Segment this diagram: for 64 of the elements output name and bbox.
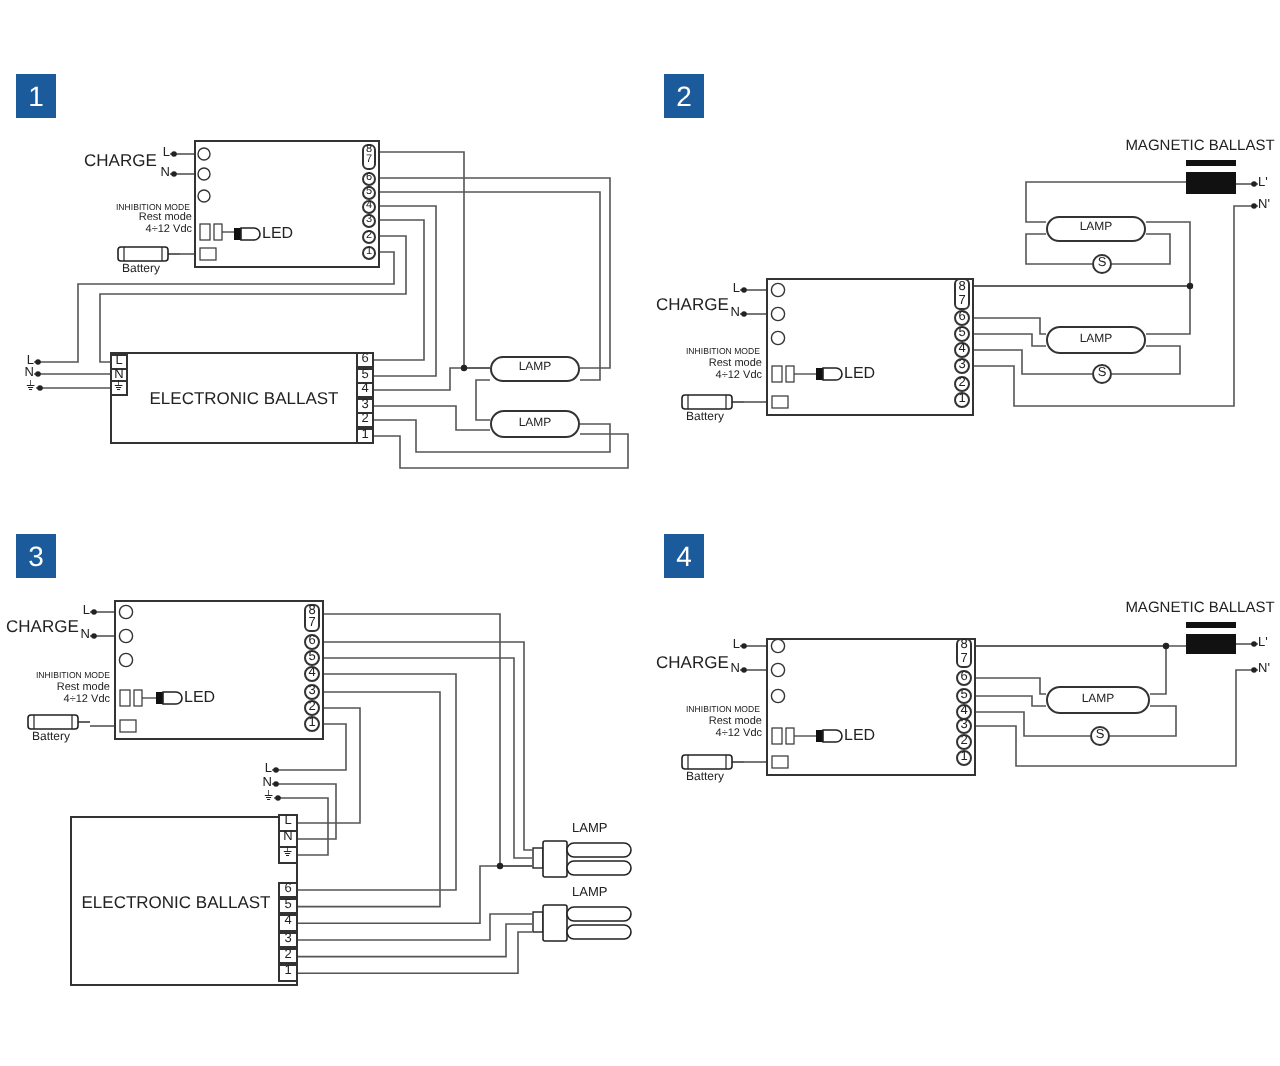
wire xyxy=(271,723,347,771)
ballast-box xyxy=(70,816,298,986)
wire xyxy=(739,645,767,647)
wire xyxy=(1111,233,1171,265)
device-label: ELECTRONIC BALLAST xyxy=(81,893,271,910)
terminal-bracket xyxy=(954,278,970,310)
wire xyxy=(373,219,425,361)
wire xyxy=(475,379,491,421)
wire xyxy=(33,373,111,375)
step-badge: 3 xyxy=(16,534,56,578)
wire xyxy=(297,691,441,908)
terminal-group-label: CHARGE xyxy=(6,618,78,636)
terminal-bracket xyxy=(956,638,972,668)
module-box xyxy=(766,278,974,416)
module-box xyxy=(114,600,324,740)
device-label: LED xyxy=(844,728,876,744)
wire xyxy=(35,387,111,389)
wire xyxy=(297,673,457,891)
terminal-group-label: CHARGE xyxy=(656,654,728,672)
terminal-group-label: CHARGE xyxy=(656,296,728,314)
wire xyxy=(739,669,767,671)
step-badge: 4 xyxy=(664,534,704,578)
wire xyxy=(373,405,491,431)
step-badge: 1 xyxy=(16,74,56,118)
wire xyxy=(743,401,767,403)
wire xyxy=(297,707,361,824)
wire xyxy=(297,865,533,924)
wire xyxy=(89,725,115,727)
wire xyxy=(1025,181,1187,223)
wire xyxy=(89,635,115,637)
wire xyxy=(1235,183,1259,185)
wire xyxy=(1111,345,1181,375)
wire xyxy=(373,419,611,453)
device-label: LED xyxy=(844,366,876,382)
step-badge: 2 xyxy=(664,74,704,118)
wire xyxy=(169,153,195,155)
wire xyxy=(271,783,337,840)
module-box xyxy=(766,638,976,776)
ballast-box xyxy=(110,352,374,444)
wire xyxy=(373,367,491,391)
wire xyxy=(273,797,329,856)
wire xyxy=(1109,705,1177,737)
wire xyxy=(739,313,767,315)
wire xyxy=(1025,233,1093,265)
terminal-group-label: CHARGE xyxy=(84,152,156,170)
terminal-bracket xyxy=(304,604,320,632)
wire xyxy=(373,205,437,377)
wire xyxy=(89,611,115,613)
wire xyxy=(297,913,533,941)
wire xyxy=(373,433,629,469)
terminal-bracket xyxy=(362,143,376,169)
device-label: LED xyxy=(262,226,294,242)
device-label: ELECTRONIC BALLAST xyxy=(149,390,339,407)
wire xyxy=(297,923,533,958)
wire xyxy=(743,761,767,763)
wire xyxy=(99,235,407,363)
wire xyxy=(297,931,533,974)
wire xyxy=(1235,643,1259,645)
wire xyxy=(33,251,395,363)
module-box xyxy=(194,140,380,268)
wire xyxy=(169,173,195,175)
wire xyxy=(179,253,195,255)
device-label: LED xyxy=(184,690,216,706)
wire xyxy=(739,289,767,291)
